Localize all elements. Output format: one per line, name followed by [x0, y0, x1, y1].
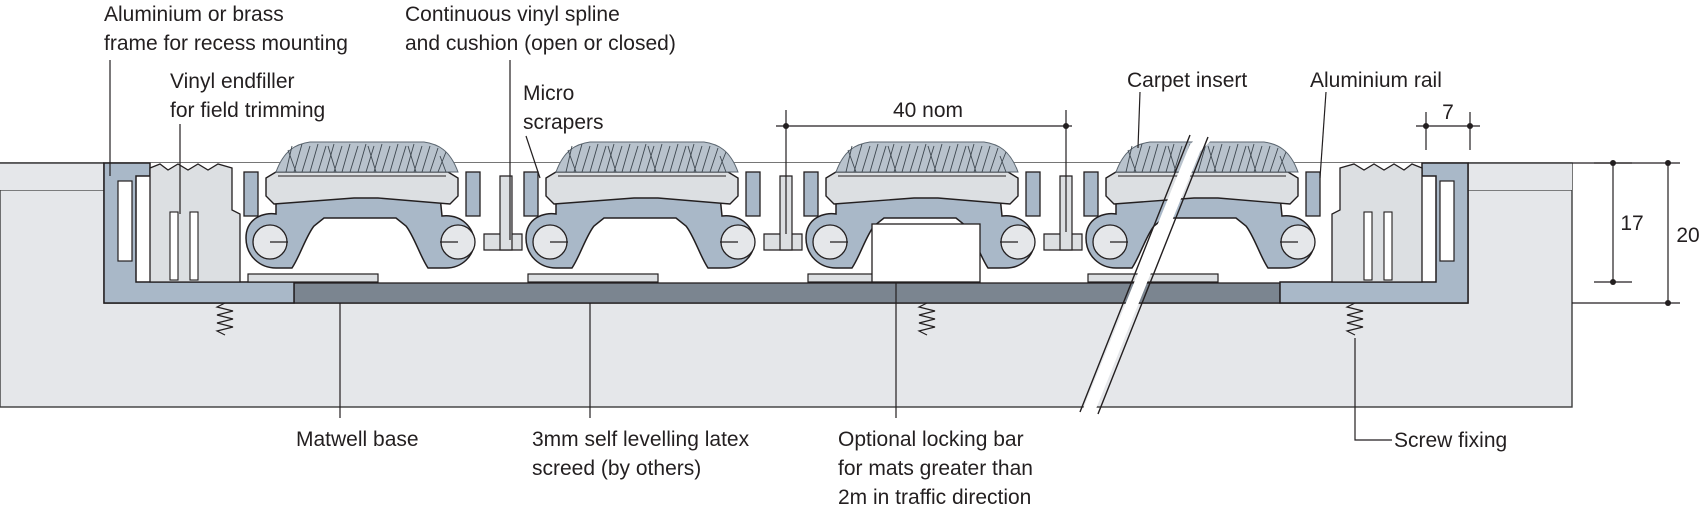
rail-label: Aluminium rail	[1310, 69, 1442, 92]
endfiller-label: Vinyl endfiller for field trimming	[170, 70, 325, 122]
mat-height-dimension: 17	[1620, 212, 1643, 235]
leader-lines	[109, 60, 1392, 441]
screw-label: Screw fixing	[1394, 429, 1507, 452]
screed-label: 3mm self levelling latex screed (by othe…	[532, 428, 755, 480]
right-endfiller	[1331, 163, 1423, 283]
break-line	[1079, 134, 1209, 415]
break-mask	[1079, 132, 1211, 423]
total-height-dimension: 20	[1676, 224, 1699, 247]
locking-bar	[871, 223, 981, 283]
dimension-ticks	[783, 123, 1671, 306]
spline-label: Continuous vinyl spline and cushion (ope…	[405, 3, 676, 55]
carpet-label: Carpet insert	[1127, 69, 1247, 92]
rail-width-dimension: 7	[1442, 101, 1454, 124]
pitch-dimension: 40 nom	[893, 99, 963, 122]
scrapers-label: Micro scrapers	[523, 82, 604, 134]
dimension-lines	[776, 110, 1680, 304]
locking-label: Optional locking bar for mats greater th…	[838, 428, 1039, 509]
matwell-label: Matwell base	[296, 428, 419, 451]
frame-label: Aluminium or brass frame for recess moun…	[104, 3, 348, 55]
spring-symbols	[215, 302, 1364, 336]
